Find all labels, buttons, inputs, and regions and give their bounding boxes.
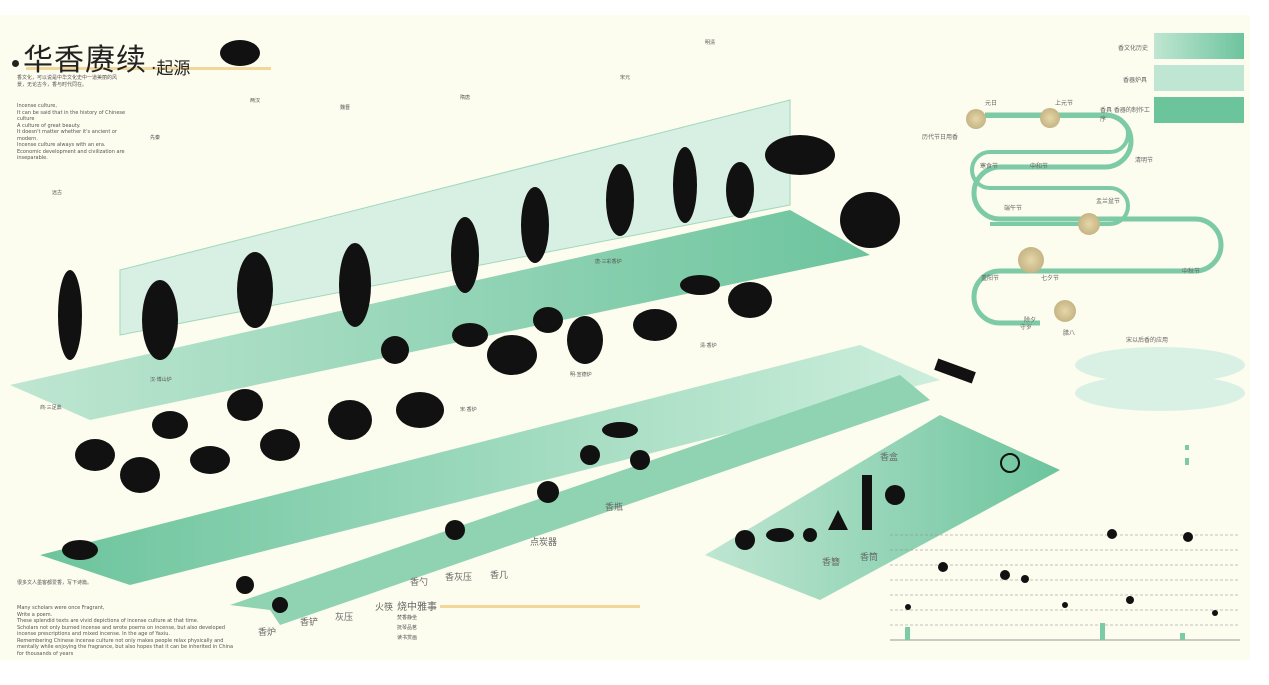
era-label: 商·三足鼎 <box>40 405 62 411</box>
intro-cn: 香文化，可以说是中华文化史中一道美丽的风景，无论古今，香与时代同在。 <box>17 75 118 88</box>
legend-label: 香文化历史 <box>1118 45 1149 52</box>
legend-swatch <box>1154 33 1244 59</box>
festival-title: 历代节日用香 <box>922 134 959 141</box>
era-title: 远古 <box>52 190 63 196</box>
band-top <box>10 210 870 420</box>
tool-label: 香瓶 <box>605 503 624 513</box>
tool-label: 灰压 <box>335 613 354 623</box>
era-title: 隋唐 <box>460 95 471 101</box>
legend-swatch <box>1154 97 1244 123</box>
era-title: 先秦 <box>150 135 161 141</box>
festival-image <box>1040 108 1060 128</box>
legend-label: 香器炉具 <box>1123 77 1148 84</box>
wall-band <box>119 99 791 336</box>
festival: 七夕节 <box>1041 275 1060 282</box>
poster: 华香赓续 ·起源 香文化，可以说是中华文化史中一道美丽的风景，无论古今，香与时代… <box>0 15 1250 660</box>
outro-en: Many scholars were once Fragrant,Write a… <box>17 605 234 657</box>
era-label: 宋·香炉 <box>460 407 477 413</box>
bullet-dot <box>12 60 19 67</box>
band-bottom <box>230 375 930 625</box>
yazhi-line: 抚琴品茗 <box>397 625 418 631</box>
festival: 清明节 <box>1135 157 1154 164</box>
tool-label: 点炭器 <box>530 538 558 548</box>
era-title: 魏晋 <box>340 105 351 111</box>
tool-label: 香盒 <box>880 453 899 463</box>
page-subtitle: ·起源 <box>151 59 191 79</box>
era-label: 唐·三彩香炉 <box>595 259 622 265</box>
tool-label: 香灰压 <box>445 573 473 583</box>
tool-label: 香几 <box>490 571 509 581</box>
band-bottom-right <box>705 415 1060 600</box>
era-title: 两汉 <box>250 98 261 104</box>
tool-label: 火筷 <box>375 603 394 613</box>
tool-label: 香勺 <box>410 578 429 588</box>
legend-swatch <box>1154 65 1244 91</box>
band-middle <box>40 345 940 585</box>
festival-image <box>1078 213 1100 235</box>
festival: 除夕 <box>1024 317 1037 324</box>
festival: 守岁 <box>1020 324 1033 331</box>
page-title: 华香赓续 <box>23 43 147 78</box>
era-label: 清·香炉 <box>700 343 717 349</box>
yazhi-line: 焚香静坐 <box>397 615 418 621</box>
yazhi-title: 烧中雅事 <box>397 602 437 613</box>
festival-image <box>966 109 986 129</box>
festival-note: 宋以后香的应用 <box>1126 337 1169 344</box>
title-block: 华香赓续 ·起源 <box>12 35 190 79</box>
tool-label: 香筒 <box>860 553 879 563</box>
tool-label: 香炉 <box>258 628 277 638</box>
era-title: 宋元 <box>620 75 631 81</box>
festival: 寒食节 <box>980 163 999 170</box>
festival: 上元节 <box>1055 100 1074 107</box>
tool-label: 香簪 <box>822 558 841 568</box>
festival-image <box>1054 300 1076 322</box>
festival-path <box>970 114 1130 226</box>
tool-label: 香铲 <box>300 618 319 628</box>
era-title: 明清 <box>705 40 716 46</box>
festival: 盂兰盆节 <box>1096 198 1121 205</box>
outro-cn: 很多文人墨客都爱香，写下诗篇。 <box>17 580 93 586</box>
band-graphics <box>10 40 1245 641</box>
intro-en: Incense culture,It can be said that in t… <box>17 103 126 161</box>
festival: 中秋节 <box>1182 268 1201 275</box>
festival: 腊八 <box>1063 330 1076 337</box>
era-label: 明·宣德炉 <box>570 372 592 378</box>
era-label: 汉·博山炉 <box>150 377 172 383</box>
legend-label: 香具 香器的制作工序 <box>1100 107 1150 123</box>
festival: 元日 <box>985 100 998 107</box>
festival: 中和节 <box>1030 163 1049 170</box>
festival-image <box>1018 247 1044 273</box>
festival: 重阳节 <box>981 275 1000 282</box>
yazhi-line: 读书赏画 <box>397 635 418 641</box>
festival: 端午节 <box>1004 205 1023 212</box>
